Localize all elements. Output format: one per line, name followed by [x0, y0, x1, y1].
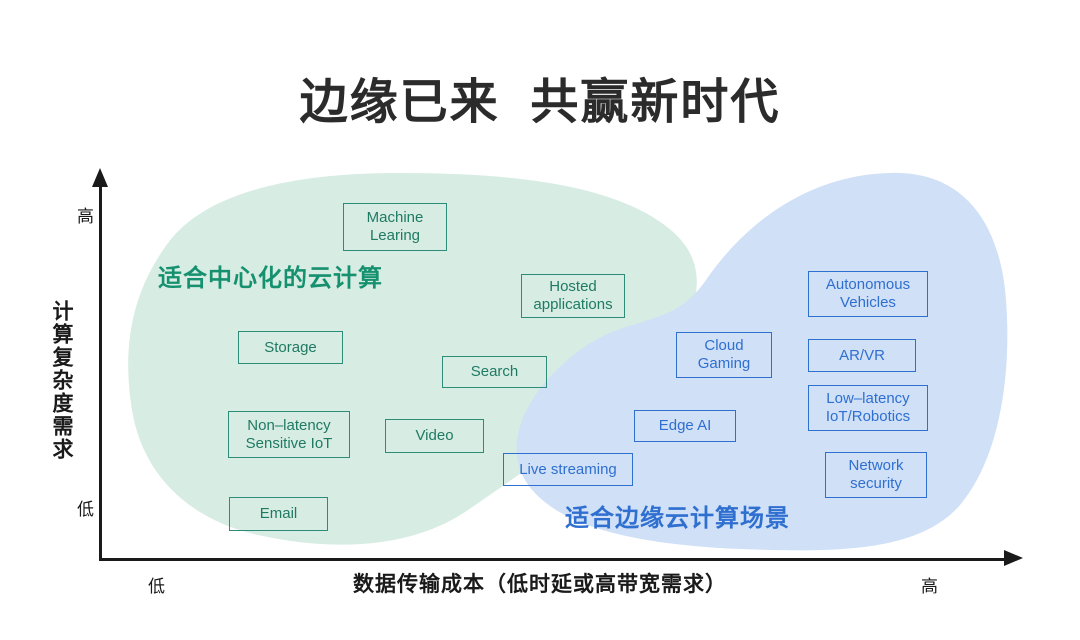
workload-box-live-streaming[interactable]: Live streaming	[503, 453, 633, 486]
workload-box-ar-vr[interactable]: AR/VR	[808, 339, 916, 372]
workload-box-non-latency-sensitive-iot[interactable]: Non–latency Sensitive IoT	[228, 411, 350, 458]
x-axis-tick-high: 高	[921, 577, 938, 596]
x-axis-line	[99, 558, 1009, 561]
green-region-shape	[128, 173, 697, 545]
workload-box-email[interactable]: Email	[229, 497, 328, 531]
y-axis-tick-low: 低	[74, 500, 93, 517]
y-axis-arrow-icon	[92, 168, 108, 187]
x-axis-title: 数据传输成本（低时延或高带宽需求）	[353, 573, 727, 596]
blue-region-shape	[516, 172, 1008, 551]
x-axis-tick-low: 低	[148, 577, 165, 596]
workload-box-low-latency-iot-robotics[interactable]: Low–latency IoT/Robotics	[808, 385, 928, 431]
workload-box-machine-learning[interactable]: Machine Learing	[343, 203, 447, 251]
workload-box-hosted-applications[interactable]: Hosted applications	[521, 274, 625, 318]
workload-box-network-security[interactable]: Network security	[825, 452, 927, 498]
workload-box-storage[interactable]: Storage	[238, 331, 343, 364]
y-axis-tick-high: 高	[74, 207, 93, 224]
workload-box-search[interactable]: Search	[442, 356, 547, 388]
blue-region-label: 适合边缘云计算场景	[565, 505, 790, 532]
workload-box-cloud-gaming[interactable]: Cloud Gaming	[676, 332, 772, 378]
workload-box-video[interactable]: Video	[385, 419, 484, 453]
x-axis-arrow-icon	[1004, 550, 1023, 566]
page-title: 边缘已来 共赢新时代	[299, 76, 781, 129]
workload-box-edge-ai[interactable]: Edge AI	[634, 410, 736, 442]
y-axis-line	[99, 185, 102, 560]
green-region-label: 适合中心化的云计算	[158, 265, 383, 292]
y-axis-title: 计算复杂度需求	[50, 300, 73, 461]
workload-box-autonomous-vehicles[interactable]: Autonomous Vehicles	[808, 271, 928, 317]
